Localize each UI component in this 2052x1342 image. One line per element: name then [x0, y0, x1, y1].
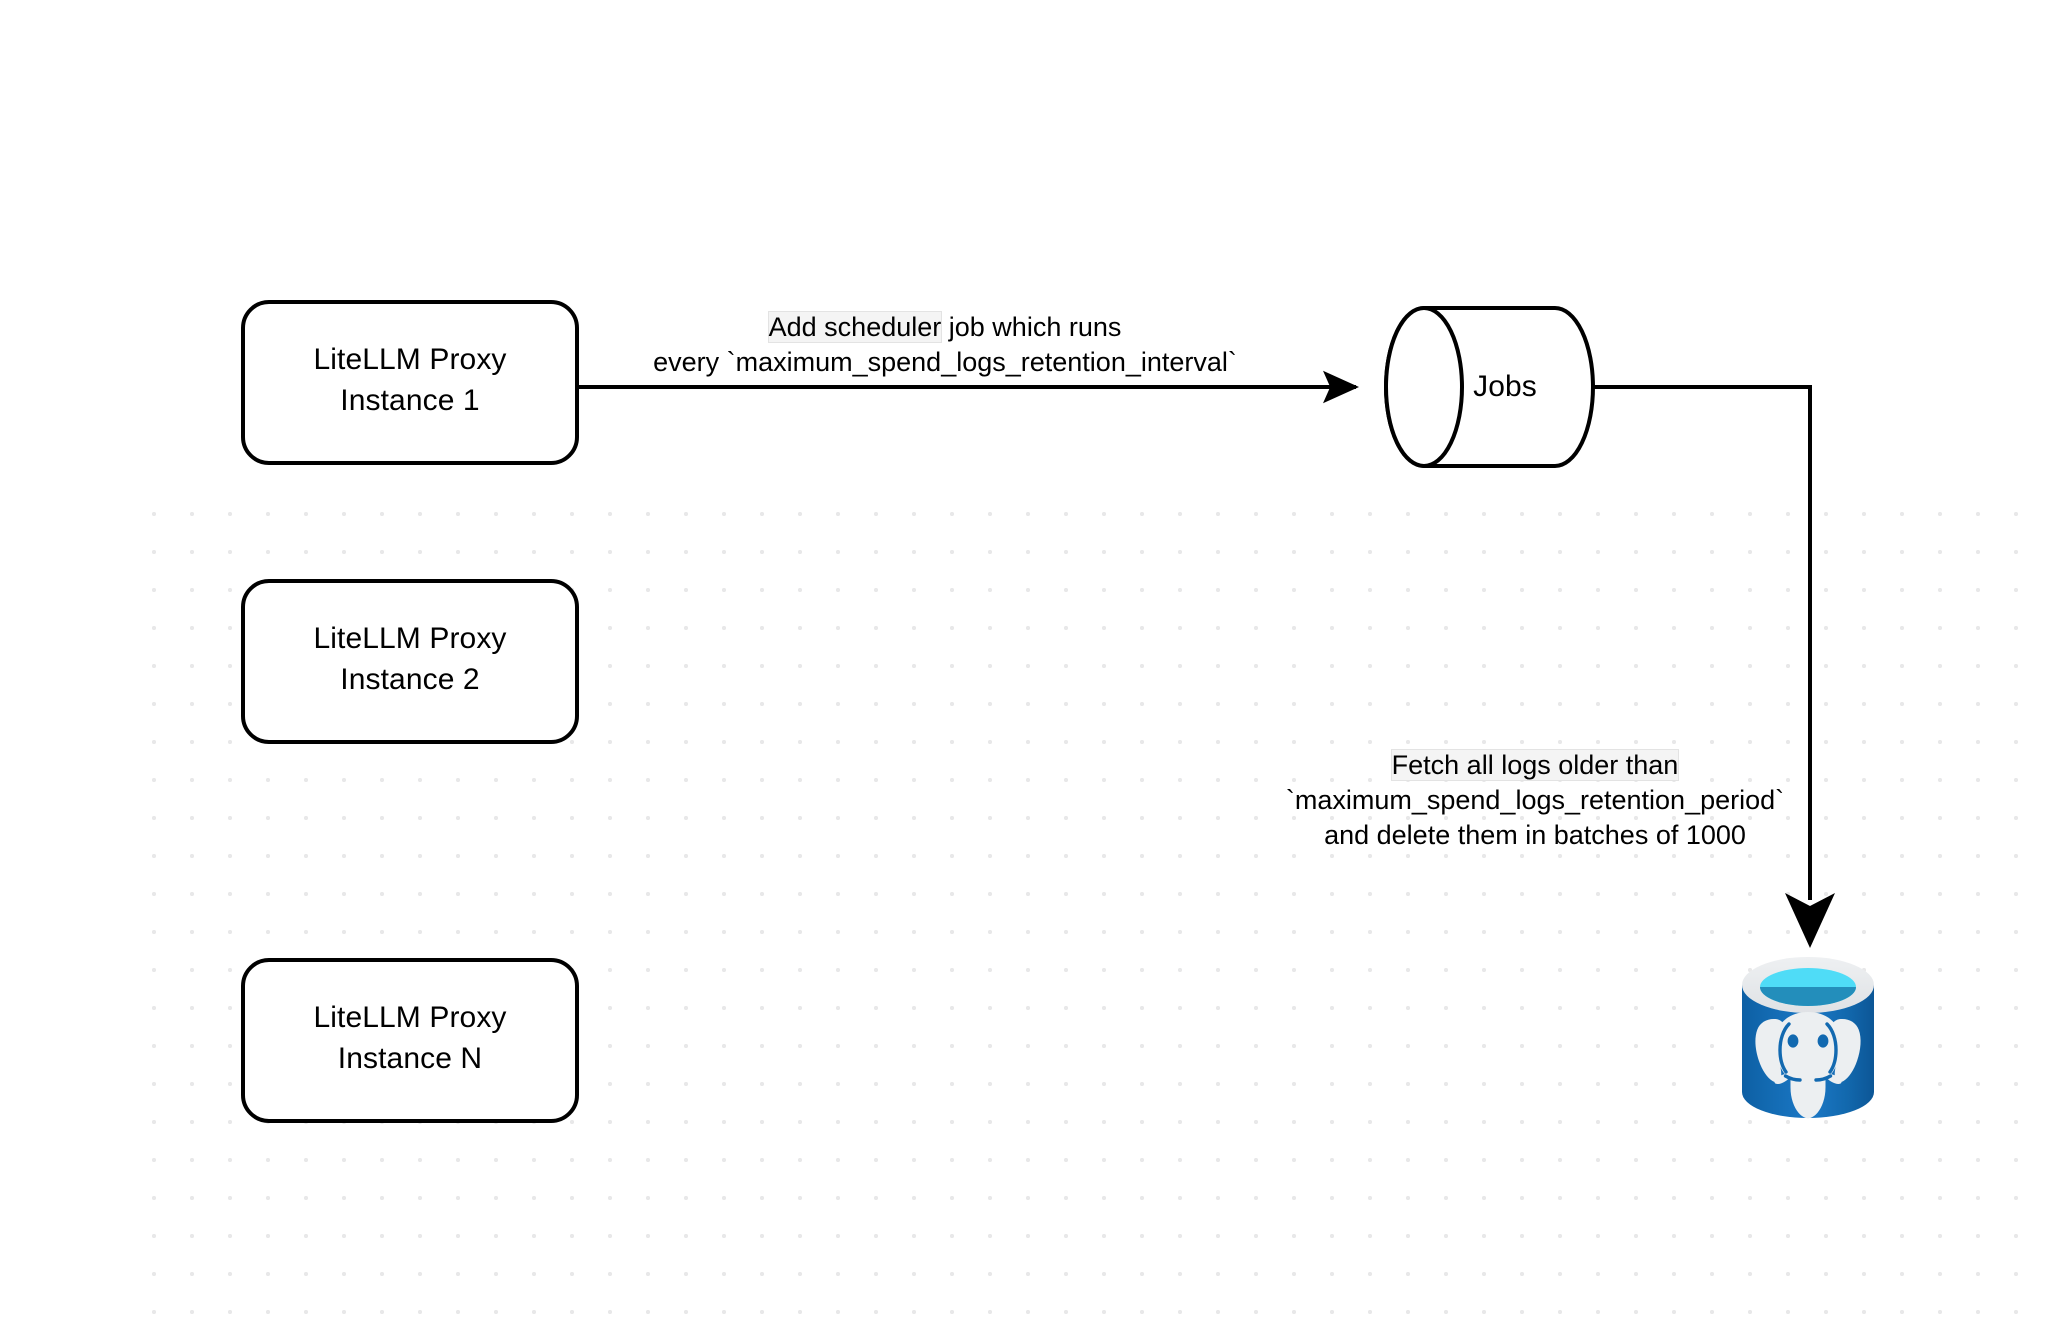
postgresql-icon-eyes	[1787, 1034, 1829, 1048]
node-proxy-instance-1[interactable]	[241, 300, 579, 465]
edge-delete-logs-label: Fetch all logs older than `maximum_spend_…	[1235, 748, 1835, 853]
node-proxy-instance-n[interactable]	[241, 958, 579, 1123]
edge-scheduler-job-line2: every `maximum_spend_logs_retention_inte…	[653, 347, 1237, 377]
edge-delete-logs-highlight: Fetch all logs older than	[1391, 750, 1679, 780]
proxy-instance-1-line1: LiteLLM Proxy	[313, 343, 507, 376]
node-database-postgresql[interactable]	[1742, 957, 1874, 1119]
proxy-instance-n-line1: LiteLLM Proxy	[313, 1001, 507, 1034]
proxy-instance-n-line2: Instance N	[337, 1042, 483, 1075]
proxy-instance-2-line2: Instance 2	[340, 663, 480, 696]
edge-delete-logs-line2: `maximum_spend_logs_retention_period`	[1285, 785, 1785, 815]
postgresql-icon-outlines	[1778, 1022, 1838, 1082]
edge-delete-logs	[1593, 385, 1835, 948]
node-proxy-instance-2[interactable]	[241, 579, 579, 744]
proxy-instance-1-line2: Instance 1	[340, 384, 480, 417]
edge-delete-logs-line3: and delete them in batches of 1000	[1324, 820, 1746, 850]
edge-scheduler-job-highlight: Add scheduler	[768, 312, 942, 342]
node-jobs-queue[interactable]	[1384, 306, 1595, 468]
proxy-instance-2-line1: LiteLLM Proxy	[313, 622, 507, 655]
edge-scheduler-job-line1-rest: job which runs	[941, 312, 1122, 342]
edge-scheduler-job-label: Add scheduler job which runs every `maxim…	[595, 310, 1295, 380]
jobs-queue-label: Jobs	[1473, 370, 1537, 403]
